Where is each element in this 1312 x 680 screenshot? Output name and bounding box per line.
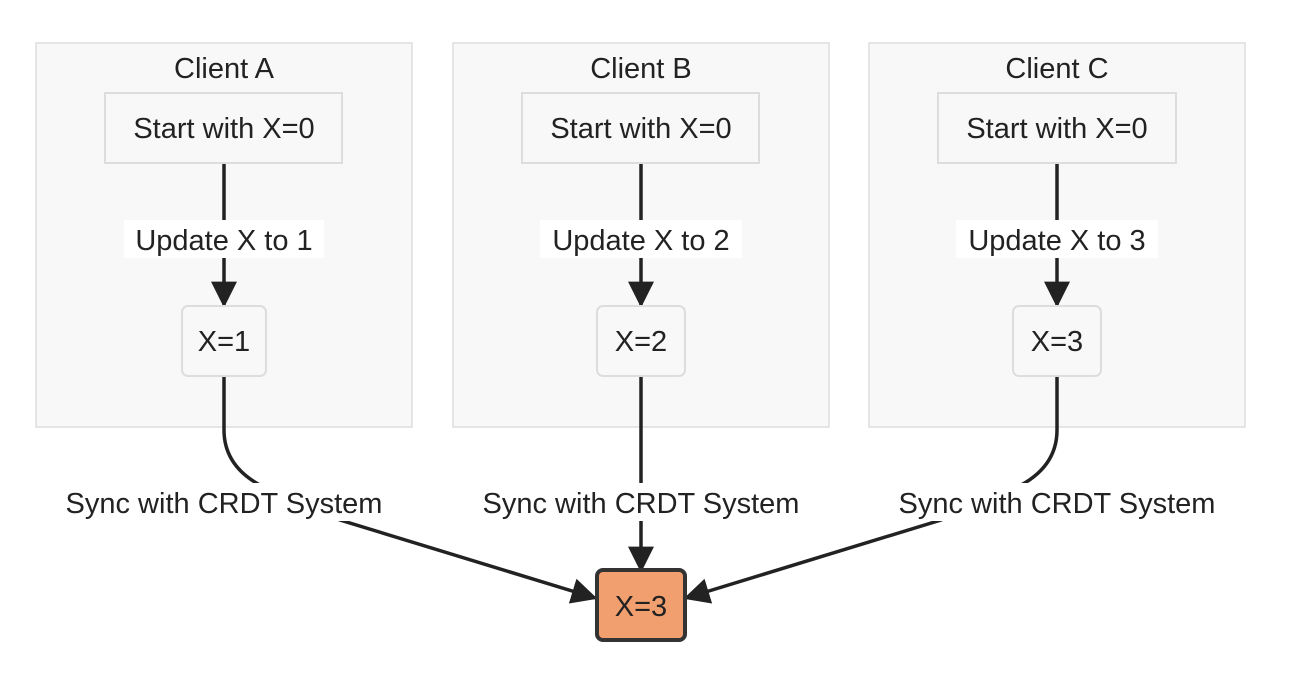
client-a-title: Client A — [174, 53, 275, 85]
client-b-update-label: Update X to 2 — [552, 225, 729, 257]
client-a-sync-label: Sync with CRDT System — [66, 488, 383, 520]
client-b-start-node — [521, 92, 760, 164]
client-a-cluster: Client A Start with X=0 Update X to 1 X=… — [35, 42, 413, 428]
client-b-sync-label-bg — [466, 483, 816, 521]
client-a-start-label: Start with X=0 — [133, 113, 314, 145]
client-c-cluster: Client C Start with X=0 Update X to 3 X=… — [868, 42, 1246, 428]
client-b-update-label-bg — [540, 220, 742, 258]
client-c-value-node — [1012, 305, 1102, 377]
client-c-sync-label-bg — [882, 483, 1232, 521]
client-a-value-node — [181, 305, 267, 377]
client-b-sync-label: Sync with CRDT System — [483, 488, 800, 520]
client-c-update-label-bg — [956, 220, 1158, 258]
client-a-value-label: X=1 — [198, 326, 250, 358]
client-c-start-label: Start with X=0 — [966, 113, 1147, 145]
client-a-update-label-bg — [124, 220, 324, 258]
client-c-update-label: Update X to 3 — [968, 225, 1145, 257]
client-c-sync-label: Sync with CRDT System — [899, 488, 1216, 520]
client-a-start-node — [104, 92, 343, 164]
client-b-cluster: Client B Start with X=0 Update X to 2 X=… — [452, 42, 830, 428]
final-value-node-group: X=3 — [595, 568, 687, 642]
client-a-update-label: Update X to 1 — [135, 225, 312, 257]
client-b-value-label: X=2 — [615, 326, 667, 358]
final-value-node — [595, 568, 687, 642]
client-c-value-label: X=3 — [1031, 326, 1083, 358]
client-c-title: Client C — [1005, 53, 1108, 85]
client-b-start-label: Start with X=0 — [550, 113, 731, 145]
client-b-title: Client B — [590, 53, 692, 85]
client-b-value-node — [596, 305, 686, 377]
client-a-sync-label-bg — [50, 483, 399, 521]
final-value-label: X=3 — [615, 591, 667, 623]
client-c-start-node — [937, 92, 1177, 164]
